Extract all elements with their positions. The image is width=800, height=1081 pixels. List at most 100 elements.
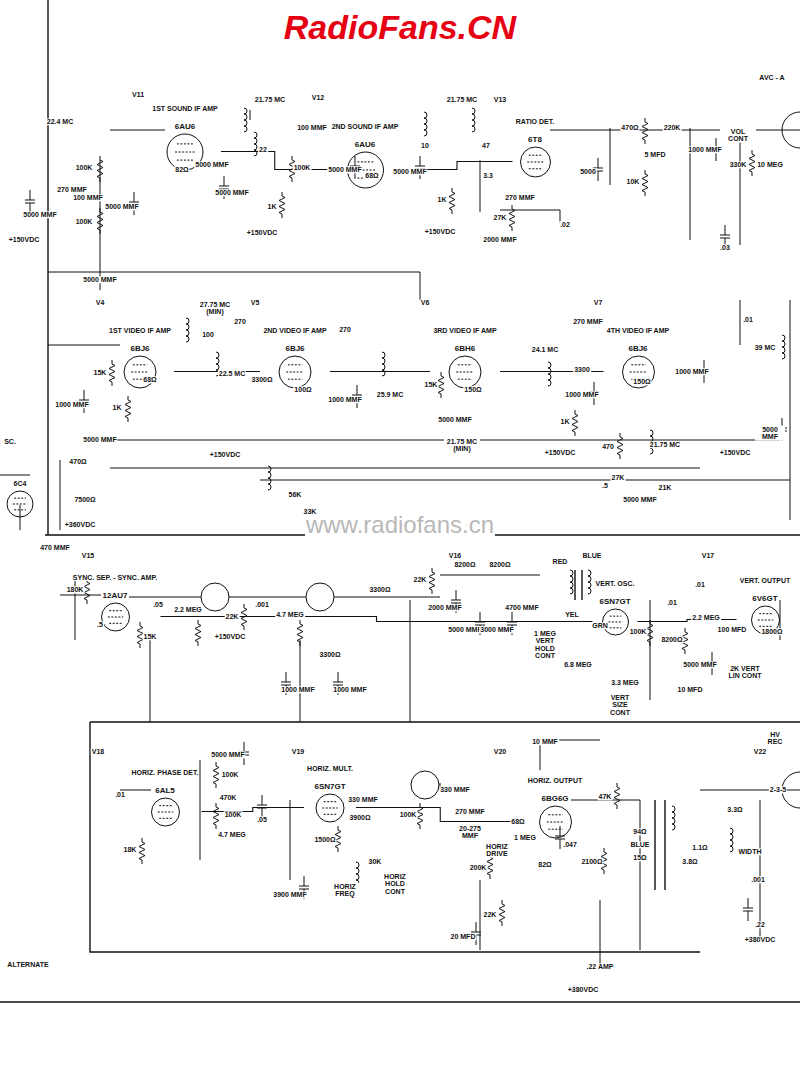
component-value: 330K — [729, 161, 748, 168]
component-value: 100K — [629, 628, 648, 635]
component-value: 5000 MMF — [82, 436, 117, 443]
component-value: 150Ω — [463, 386, 482, 393]
resistor-symbol — [642, 118, 648, 144]
component-value: 3300Ω — [368, 586, 391, 593]
component-value: V20 — [493, 748, 507, 755]
component-value: 30K — [368, 858, 383, 865]
component-value: 2000 MMF — [427, 604, 462, 611]
tube-envelope — [520, 147, 550, 177]
stage-name: HORIZ. OUTPUT — [527, 777, 583, 785]
component-value: 94Ω — [632, 828, 647, 835]
tube-electrodes — [157, 805, 172, 818]
coil-symbol — [424, 112, 427, 136]
component-value: 8200Ω — [660, 636, 683, 643]
component-value: 5000 MMF — [392, 168, 427, 175]
component-value: +150VDC — [544, 449, 577, 456]
tube-outline — [513, 146, 558, 178]
component-value: 21K — [658, 484, 673, 491]
component-value: +150VDC — [214, 633, 247, 640]
tube-envelope — [306, 583, 334, 611]
stage-name: 4TH VIDEO IF AMP — [606, 327, 670, 335]
component-value: 7500Ω — [73, 496, 96, 503]
component-value: 1500Ω — [313, 836, 336, 843]
component-value: 68Ω — [510, 818, 525, 825]
component-value: VERT SIZE CONT — [602, 694, 638, 716]
component-value: 100K — [75, 218, 94, 225]
component-value: 2K VERT LIN CONT — [727, 665, 763, 680]
component-value: .001 — [750, 876, 766, 883]
tube-envelope — [316, 794, 344, 822]
component-value: 1000 MMF — [327, 396, 362, 403]
component-value: 47 — [481, 142, 491, 149]
stage-name: 3RD VIDEO IF AMP — [432, 327, 497, 335]
resistor-symbol — [449, 188, 455, 214]
component-value: BLUE — [581, 552, 602, 559]
component-value: 15Ω — [632, 854, 647, 861]
component-value: BLUE — [629, 841, 650, 848]
component-value: 270 MMF — [504, 194, 536, 201]
component-value: 15K — [143, 633, 158, 640]
component-value: 270 — [338, 326, 352, 333]
component-value: .05 — [152, 601, 164, 608]
component-value: 3300Ω — [318, 651, 341, 658]
component-value: 330 MMF — [439, 786, 471, 793]
signal-wire — [356, 808, 525, 822]
component-value: 1K — [112, 404, 123, 411]
resistor-symbol — [213, 803, 219, 829]
component-value: 5000 MMF — [437, 416, 472, 423]
signal-wire — [221, 152, 329, 170]
stage-name: 6C4 — [13, 480, 28, 488]
component-value: 470Ω — [620, 124, 639, 131]
tube-envelope — [622, 356, 654, 388]
component-value: VOL CONT — [720, 128, 756, 143]
component-value: 18K — [123, 846, 138, 853]
tube-stage: HORIZ. OUTPUT6BG6G — [525, 769, 586, 839]
component-value: 5000 MMF — [327, 166, 362, 173]
tube-type: 6SN7GT — [598, 598, 631, 607]
component-value: .01 — [694, 581, 706, 588]
stage-name: SYNC. SEP. - SYNC. AMP. — [72, 574, 158, 582]
coil-symbol — [472, 108, 475, 132]
component-value: 470 — [601, 443, 615, 450]
component-value: 25.9 MC — [376, 391, 404, 398]
component-value: HORIZ HOLD CONT — [377, 873, 413, 895]
coil-symbol — [254, 132, 257, 156]
stage-name: RATIO DET. — [515, 118, 555, 126]
component-value: 24.1 MC — [531, 346, 559, 353]
component-value: SC. — [3, 438, 17, 445]
component-value: 150Ω — [632, 378, 651, 385]
component-value: V17 — [701, 552, 715, 559]
tube-type: 6BJ6 — [284, 345, 305, 354]
tube-outline — [430, 355, 500, 389]
component-value: 27K — [493, 214, 508, 221]
coil-symbol — [570, 570, 573, 594]
component-value: WIDTH — [738, 848, 763, 855]
resistor-symbol — [614, 783, 620, 809]
component-value: 15K — [93, 369, 108, 376]
component-value: .5 — [96, 621, 104, 628]
component-value: V11 — [131, 91, 145, 98]
component-value: +380VDC — [744, 936, 777, 943]
tube-envelope — [151, 798, 179, 826]
tube-type: 6AU6 — [174, 123, 196, 132]
component-value: 5000 MMF — [622, 496, 657, 503]
tube-stage: 6C4 — [5, 472, 35, 518]
tube-stage: 1ST VIDEO IF AMP6BJ6 — [106, 319, 174, 389]
component-value: +150VDC — [719, 449, 752, 456]
tube-electrodes — [629, 364, 647, 378]
component-value: 8200Ω — [488, 561, 511, 568]
component-value: 1000 MMF — [54, 401, 89, 408]
component-value: 20-275 MMF — [452, 825, 488, 840]
resistor-symbol — [109, 360, 115, 386]
tube-stage: RATIO DET.6T8 — [513, 110, 558, 178]
component-value: 2-3-5 — [769, 786, 787, 793]
component-value: 6.8 MEG — [563, 661, 593, 668]
component-value: 330 MMF — [347, 796, 379, 803]
component-value: 10 MFD — [677, 686, 704, 693]
component-value: 56K — [288, 491, 303, 498]
component-value: 1K — [267, 203, 278, 210]
component-value: .03 — [719, 244, 731, 251]
component-value: 1000 MMF — [687, 146, 722, 153]
signal-wire — [330, 371, 430, 372]
